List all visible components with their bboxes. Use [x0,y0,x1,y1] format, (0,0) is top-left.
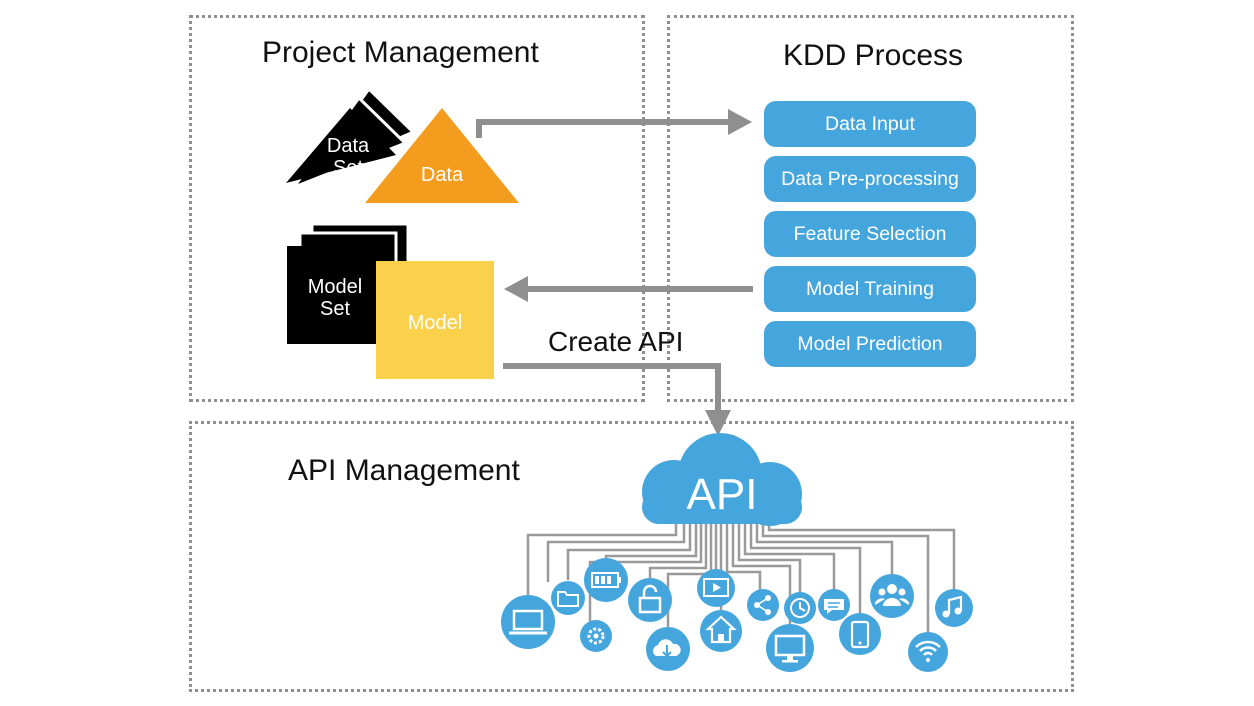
phone-icon [839,613,881,655]
dataset-label: Data Set [326,135,370,179]
model-to-api-arrow [503,363,731,436]
modelset-label: Model Set [307,276,363,320]
settings-icon [580,620,612,652]
api-management-title: API Management [288,454,520,487]
model-label: Model [407,312,463,334]
monitor-icon [766,624,814,672]
data-label: Data [420,164,464,186]
clock-icon [784,592,816,624]
data-triangle [365,108,519,203]
battery-icon [584,558,628,602]
share-icon [747,589,779,621]
kdd-process-title: KDD Process [783,39,964,72]
lock-icon [628,578,672,622]
create-api-label: Create API [548,326,684,357]
users-icon [870,574,914,618]
step-feature-selection[interactable]: Feature Selection [764,211,976,257]
cloud-download-icon [646,627,690,671]
step-data-preprocessing[interactable]: Data Pre-processing [764,156,976,202]
api-management-panel [189,421,1074,692]
step-data-input[interactable]: Data Input [764,101,976,147]
project-management-title: Project Management [262,36,539,69]
kdd-process-panel [667,15,1074,402]
step-model-prediction[interactable]: Model Prediction [764,321,976,367]
home-icon [700,610,742,652]
music-icon [935,589,973,627]
api-cloud-label: API [686,470,758,519]
dataset-shape [286,88,414,184]
training-to-model-arrow [504,276,753,302]
folder-icon [551,581,585,615]
model-square [376,261,494,379]
step-model-training[interactable]: Model Training [764,266,976,312]
data-to-kdd-arrow [476,109,752,138]
api-cloud [642,433,802,526]
project-management-panel [189,15,645,402]
video-icon [697,569,735,607]
laptop-icon [501,595,555,649]
chat-icon [818,589,850,621]
wifi-icon [908,632,948,672]
